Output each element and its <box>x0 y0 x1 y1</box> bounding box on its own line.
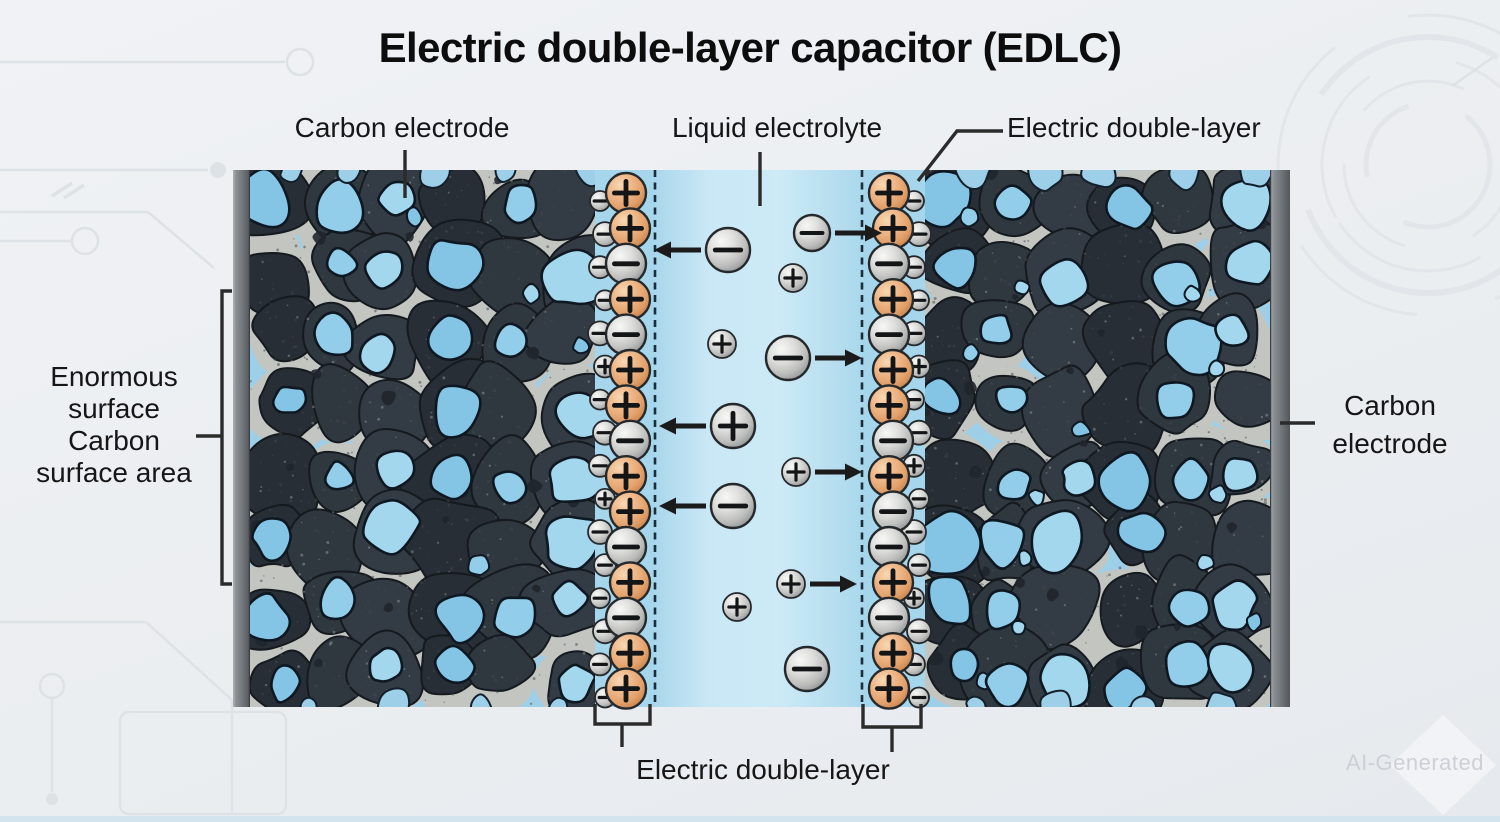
edlc-illustration <box>233 170 1290 707</box>
page-title: Electric double-layer capacitor (EDLC) <box>378 24 1122 71</box>
label-carbon-electrode-right: Carbon electrode <box>1332 390 1448 459</box>
porous-carbon-electrode <box>925 170 1270 707</box>
label-electric-double-layer-bottom: Electric double-layer <box>636 754 890 785</box>
ai-generated-watermark: AI-Generated <box>1345 750 1484 775</box>
label-enormous-surface-area: Enormous surface Carbon surface area <box>36 361 192 488</box>
ion-layer <box>587 171 932 710</box>
label-carbon-electrode-left: Carbon electrode <box>294 112 510 143</box>
label-liquid-electrolyte: Liquid electrolyte <box>671 112 883 143</box>
porous-carbon-electrode <box>250 170 595 707</box>
label-electric-double-layer-top: Electric double-layer <box>1007 112 1261 143</box>
annotation-lines <box>196 129 1315 752</box>
